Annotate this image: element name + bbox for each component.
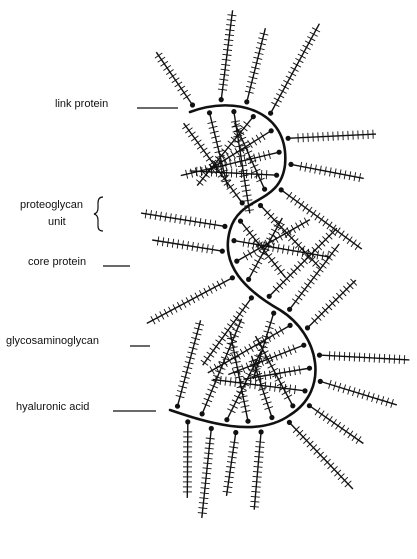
link-protein-node bbox=[200, 411, 205, 416]
label-core-protein-group: core protein bbox=[28, 256, 130, 268]
glycosaminoglycan-chains bbox=[231, 121, 254, 211]
link-protein-node bbox=[277, 150, 282, 155]
core-protein bbox=[272, 24, 320, 112]
label-hyaluronic-acid: hyaluronic acid bbox=[16, 401, 89, 413]
link-protein-node bbox=[231, 109, 236, 114]
link-protein-node bbox=[290, 403, 295, 408]
proteoglycan-unit bbox=[305, 279, 357, 331]
link-protein-node bbox=[269, 415, 274, 420]
glycosaminoglycan-chains bbox=[145, 209, 216, 229]
proteoglycan-unit bbox=[317, 351, 410, 364]
proteoglycan-unit bbox=[223, 430, 239, 496]
proteoglycan-unit bbox=[287, 420, 353, 489]
label-proteoglycan-unit-line2: unit bbox=[48, 216, 66, 228]
glycosaminoglycan-chains bbox=[300, 162, 361, 182]
link-protein-node bbox=[271, 311, 276, 316]
hyaluronic-acid-backbone bbox=[170, 105, 315, 427]
proteoglycan-unit bbox=[250, 429, 265, 509]
link-protein-node bbox=[317, 353, 322, 358]
proteoglycan-units bbox=[141, 10, 409, 518]
core-protein bbox=[311, 407, 363, 444]
proteoglycan-unit bbox=[218, 10, 236, 102]
proteoglycan-unit bbox=[183, 419, 192, 498]
proteoglycan-unit bbox=[318, 379, 397, 408]
label-link-protein: link protein bbox=[55, 98, 108, 110]
glycosaminoglycan-chains bbox=[201, 303, 249, 365]
proteoglycan-unit bbox=[198, 426, 215, 518]
link-protein-node bbox=[234, 259, 239, 264]
proteoglycan-unit bbox=[286, 130, 377, 143]
proteoglycan-unit bbox=[307, 403, 364, 444]
link-protein-node bbox=[175, 404, 180, 409]
link-protein-node bbox=[288, 162, 293, 167]
link-protein-node bbox=[307, 366, 312, 371]
proteoglycan-unit bbox=[279, 187, 362, 250]
proteoglycan-unit bbox=[155, 52, 195, 107]
glycosaminoglycan-chains bbox=[245, 33, 268, 93]
link-protein-node bbox=[286, 136, 291, 141]
bracket-proteoglycan-unit bbox=[94, 197, 103, 231]
proteoglycan-unit bbox=[152, 237, 225, 255]
proteoglycan-unit bbox=[175, 320, 204, 409]
core-protein bbox=[208, 326, 289, 373]
core-protein bbox=[147, 279, 231, 324]
link-protein-node bbox=[230, 275, 235, 280]
link-protein-node bbox=[259, 429, 264, 434]
link-protein-node bbox=[245, 419, 250, 424]
label-hyaluronic-acid-group: hyaluronic acid bbox=[16, 401, 156, 413]
glycosaminoglycan-chains bbox=[151, 279, 226, 325]
link-protein-node bbox=[318, 379, 323, 384]
glycosaminoglycan-chains bbox=[315, 408, 361, 444]
glycosaminoglycan-chains bbox=[155, 53, 191, 99]
label-link-protein-group: link protein bbox=[55, 98, 178, 110]
proteoglycan-unit bbox=[258, 203, 320, 268]
proteoglycan-unit bbox=[244, 28, 268, 104]
proteoglycan-unit bbox=[288, 162, 363, 182]
proteoglycan-unit bbox=[268, 24, 320, 116]
core-protein bbox=[322, 382, 397, 405]
proteoglycan-unit bbox=[141, 209, 227, 229]
link-protein-node bbox=[233, 430, 238, 435]
link-protein-node bbox=[262, 187, 267, 192]
glycosaminoglycan-chains bbox=[243, 218, 308, 260]
link-protein-node bbox=[209, 426, 214, 431]
core-protein bbox=[256, 336, 292, 404]
link-protein-node bbox=[246, 277, 251, 282]
link-protein-node bbox=[185, 419, 190, 424]
link-protein-node bbox=[244, 99, 249, 104]
glycosaminoglycan-chains bbox=[223, 442, 239, 493]
proteoglycan-unit bbox=[201, 295, 254, 365]
link-protein-node bbox=[219, 97, 224, 102]
link-protein-node bbox=[231, 238, 236, 243]
core-protein bbox=[184, 123, 241, 201]
link-protein-node bbox=[302, 388, 307, 393]
label-proteoglycan-unit-group: proteoglycan unit bbox=[20, 197, 103, 231]
label-core-protein: core protein bbox=[28, 256, 86, 268]
label-glycosaminoglycan-group: glycosaminoglycan bbox=[6, 335, 150, 347]
link-protein-node bbox=[222, 224, 227, 229]
link-protein-node bbox=[274, 173, 279, 178]
link-protein-node bbox=[224, 417, 229, 422]
link-protein-node bbox=[301, 343, 306, 348]
link-protein-node bbox=[207, 110, 212, 115]
link-protein-node bbox=[220, 249, 225, 254]
label-glycosaminoglycan: glycosaminoglycan bbox=[6, 335, 99, 347]
core-protein bbox=[271, 228, 337, 295]
core-protein bbox=[291, 424, 353, 489]
core-protein bbox=[293, 165, 364, 179]
proteoglycan-unit bbox=[147, 275, 235, 324]
core-protein bbox=[228, 346, 302, 375]
label-proteoglycan-unit-line1: proteoglycan bbox=[20, 199, 83, 211]
glycosaminoglycan-chains bbox=[196, 167, 266, 179]
